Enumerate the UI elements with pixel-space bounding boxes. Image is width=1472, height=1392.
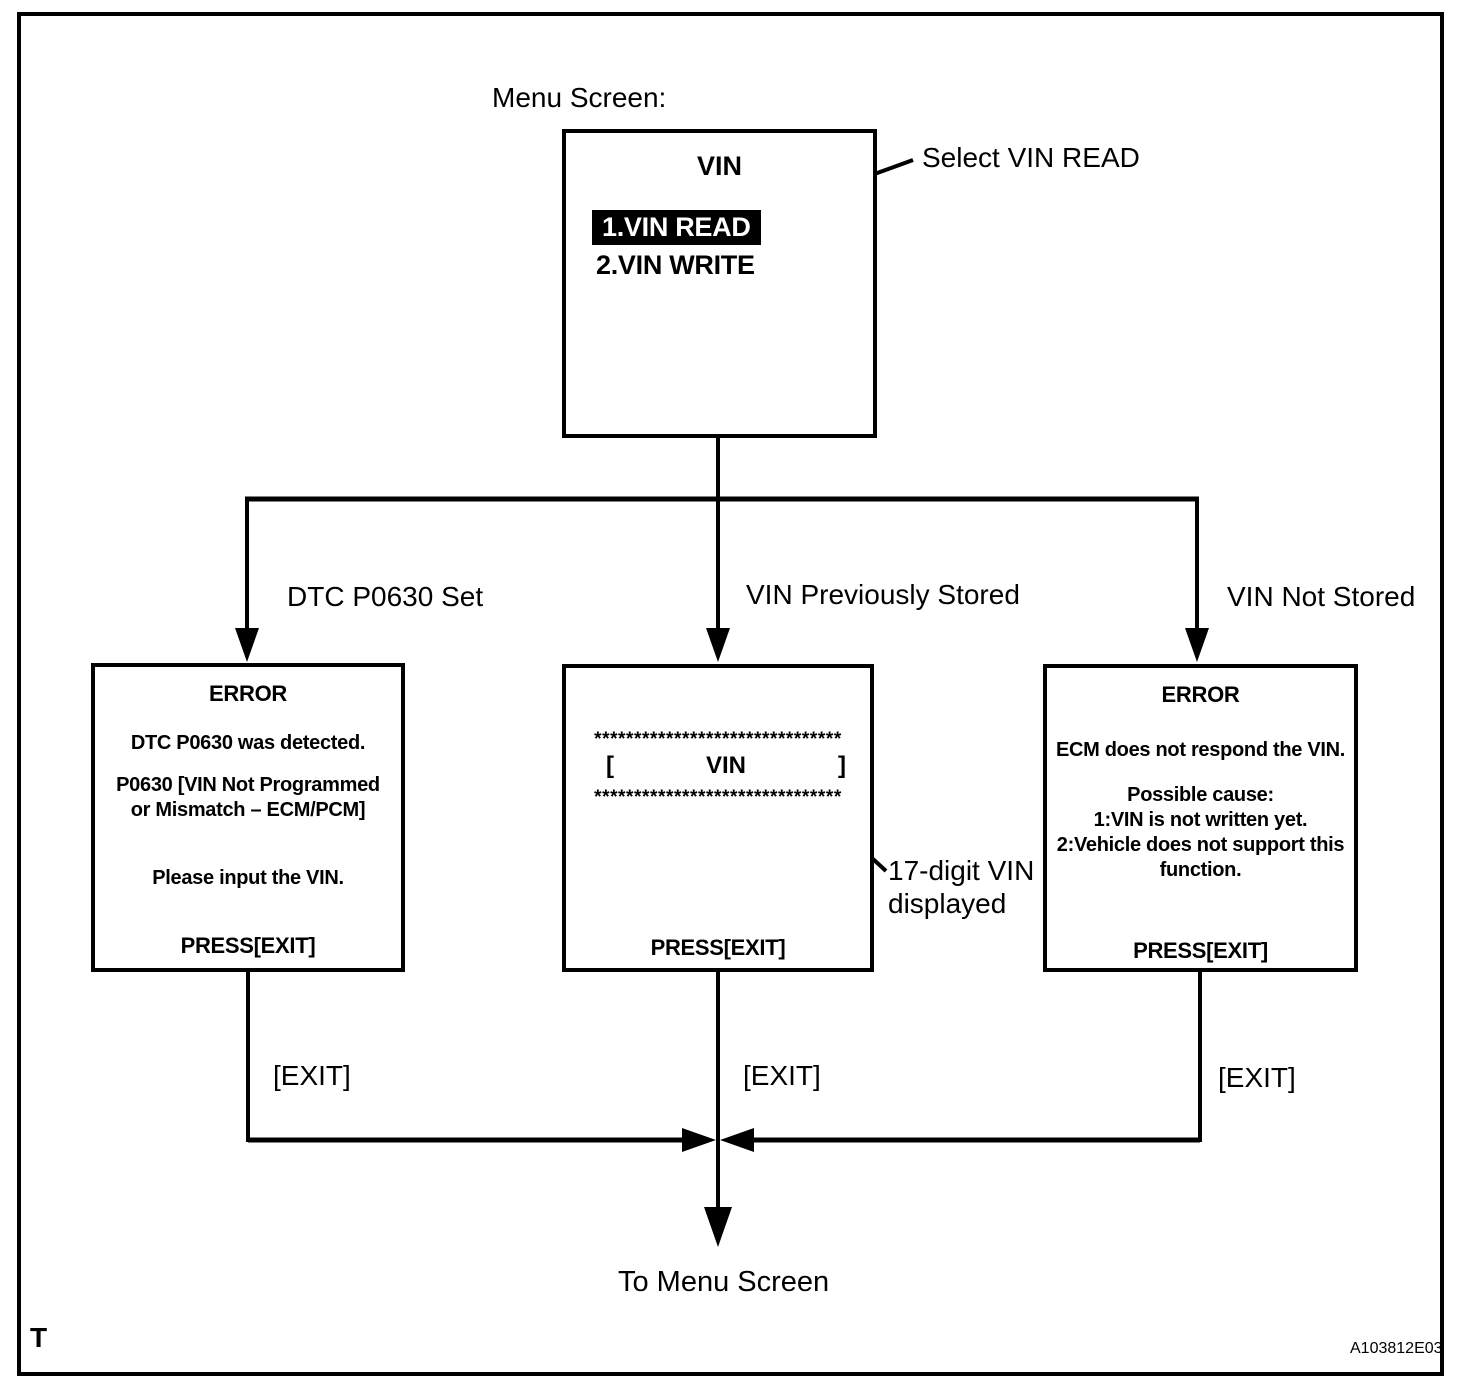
error-line: P0630 [VIN Not Programmed bbox=[116, 774, 380, 796]
bracket-open: [ bbox=[606, 752, 614, 779]
error-line: function. bbox=[1159, 859, 1242, 881]
error-line: 1:VIN is not written yet. bbox=[1093, 809, 1308, 831]
error-line: or Mismatch – ECM/PCM] bbox=[130, 799, 366, 821]
exit-label-right: [EXIT] bbox=[1218, 1062, 1296, 1093]
menu-title: VIN bbox=[696, 151, 742, 181]
vin-note-line: 17-digit VIN bbox=[888, 855, 1035, 886]
press-exit-label: PRESS[EXIT] bbox=[650, 935, 786, 960]
error-line: Possible cause: bbox=[1127, 784, 1274, 806]
figure-code: A103812E03 bbox=[1350, 1340, 1443, 1357]
page-border bbox=[17, 12, 1444, 1376]
star-row: ******************************* bbox=[594, 729, 842, 750]
press-exit-label: PRESS[EXIT] bbox=[1133, 938, 1268, 963]
bracket-close: ] bbox=[837, 752, 846, 779]
error-title: ERROR bbox=[1161, 682, 1240, 707]
select-vin-read-label: Select VIN READ bbox=[922, 142, 1140, 173]
error-title: ERROR bbox=[209, 681, 287, 706]
error-line: ECM does not respond the VIN. bbox=[1055, 739, 1346, 761]
vin-display-screen: ******************************* [ VIN ] … bbox=[562, 664, 874, 972]
branch-label-vin-not-stored: VIN Not Stored bbox=[1227, 581, 1416, 612]
star-row: ******************************* bbox=[594, 787, 842, 808]
error-screen-no-response: ERROR ECM does not respond the VIN. Poss… bbox=[1043, 664, 1358, 972]
to-menu-screen-label: To Menu Screen bbox=[618, 1266, 830, 1298]
vin-row: [ VIN ] bbox=[606, 752, 846, 780]
vin-note-line: displayed bbox=[888, 888, 1007, 919]
error-screen-dtc: ERROR DTC P0630 was detected. P0630 [VIN… bbox=[91, 663, 405, 972]
vin-note: 17-digit VIN displayed bbox=[888, 854, 1034, 920]
menu-screen-label: Menu Screen: bbox=[492, 82, 667, 113]
menu-item-vin-write: 2.VIN WRITE bbox=[596, 250, 755, 280]
press-exit-label: PRESS[EXIT] bbox=[180, 933, 316, 958]
branch-label-dtc-p0630: DTC P0630 Set bbox=[287, 581, 484, 612]
vin-value: VIN bbox=[705, 752, 746, 779]
exit-label-left: [EXIT] bbox=[273, 1060, 351, 1091]
menu-screen-box: VIN 1.VIN READ 2.VIN WRITE bbox=[562, 129, 877, 438]
exit-label-middle: [EXIT] bbox=[743, 1060, 821, 1091]
menu-item-vin-read: 1.VIN READ bbox=[592, 210, 761, 245]
footer-left-mark: T bbox=[30, 1322, 48, 1353]
branch-label-vin-stored: VIN Previously Stored bbox=[746, 579, 1020, 610]
error-line: DTC P0630 was detected. bbox=[130, 732, 366, 754]
error-line: Please input the VIN. bbox=[152, 867, 344, 889]
error-line: 2:Vehicle does not support this bbox=[1056, 834, 1345, 856]
